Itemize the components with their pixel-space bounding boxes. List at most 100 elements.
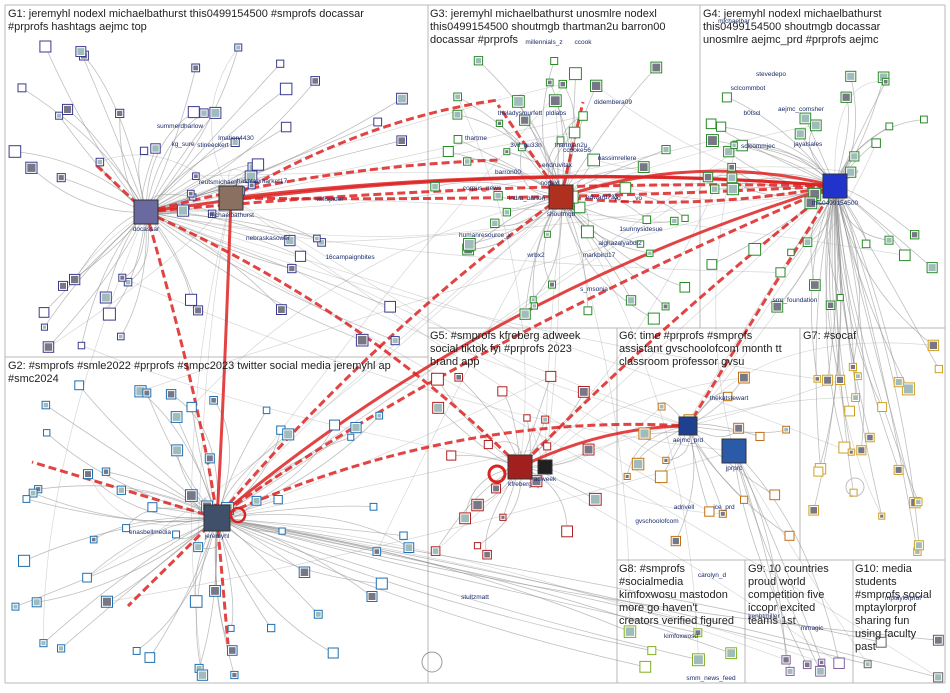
edge-grey [87, 473, 218, 526]
edge-grey [140, 390, 218, 519]
network-node-avatar [815, 377, 820, 381]
edge-grey [376, 196, 562, 552]
edge-grey [145, 88, 287, 213]
group-label-g7: G7: #socaf [803, 330, 857, 342]
network-node-avatar [41, 641, 46, 646]
network-node [22, 495, 31, 503]
network-node [705, 118, 717, 130]
network-node [39, 40, 52, 53]
network-node [740, 495, 749, 504]
edge-red [216, 184, 836, 520]
network-node-avatar [850, 364, 855, 370]
network-node-avatar [484, 551, 490, 558]
network-node-avatar [377, 413, 382, 418]
network-node [578, 111, 588, 121]
network-node [704, 506, 715, 517]
network-node-avatar [315, 611, 321, 617]
network-node [187, 106, 200, 119]
network-node-avatar [319, 240, 324, 245]
network-node-avatar [851, 153, 858, 160]
edge-grey [99, 154, 232, 199]
node-label-thekatstewart: thekatstewart [710, 395, 749, 402]
network-node [77, 341, 86, 350]
network-node-avatar [545, 232, 549, 236]
edge-red [144, 211, 219, 519]
node-label-gvschoolofcom: gvschoolofcom [635, 518, 678, 525]
edge-grey [834, 185, 871, 438]
network-node-avatar [136, 387, 145, 396]
group-label-g8: G8: #smprofs #socialmedia kimfoxwosu mas… [619, 563, 734, 627]
network-node [267, 623, 276, 633]
network-node-avatar [58, 175, 64, 181]
network-node-avatar [740, 373, 748, 382]
network-node [647, 312, 660, 325]
network-node-avatar [103, 469, 109, 474]
network-node [813, 466, 824, 477]
edge-grey [544, 100, 561, 468]
network-node [18, 554, 31, 567]
network-node-avatar [118, 487, 124, 493]
network-node-avatar [856, 374, 860, 379]
edge-red [686, 185, 837, 427]
edge-grey [106, 450, 735, 603]
edge-grey [825, 185, 845, 448]
edge-grey [300, 255, 689, 427]
network-node-avatar [720, 511, 725, 516]
network-node-avatar [193, 65, 199, 71]
edge-red [230, 98, 499, 200]
node-label-theladysmurfett: theladysmurfett [498, 110, 543, 117]
network-node-avatar [312, 78, 318, 84]
hub-label-jprprc: jprprc [725, 465, 743, 472]
edge-grey [532, 196, 562, 301]
network-node [17, 83, 27, 93]
network-node-avatar [85, 471, 91, 478]
edge-red [215, 517, 230, 645]
group-label-g3: G3: jeremyhl michaelbathurst unosmlre no… [430, 8, 666, 46]
network-node [543, 442, 552, 451]
edge-grey [834, 185, 919, 503]
edge-grey [122, 277, 735, 452]
network-node-avatar [206, 455, 213, 462]
network-node [642, 215, 652, 224]
edge-grey [811, 185, 836, 379]
edge-grey [26, 498, 218, 523]
edge-grey [86, 517, 218, 578]
network-node-avatar [352, 424, 360, 432]
network-node-avatar [652, 63, 661, 72]
network-node [716, 121, 727, 132]
network-node [639, 660, 652, 673]
edge-grey [815, 185, 836, 469]
network-node-avatar [97, 159, 103, 165]
network-node [186, 401, 197, 413]
network-node-avatar [286, 236, 294, 245]
edge-grey [145, 47, 239, 213]
network-node-avatar [550, 282, 554, 287]
network-node-avatar [532, 477, 541, 486]
network-node-avatar [811, 281, 819, 289]
edge-red [560, 169, 836, 199]
network-node-avatar [64, 105, 72, 113]
edge-grey [216, 517, 652, 651]
self-loop [845, 477, 865, 497]
edge-grey [197, 197, 232, 548]
network-node-avatar [432, 548, 439, 554]
network-node [102, 307, 116, 321]
edge-grey [834, 119, 924, 187]
edge-grey [834, 185, 899, 471]
network-node-avatar [198, 671, 207, 679]
network-node [748, 243, 762, 256]
network-node-avatar [196, 665, 202, 671]
network-node-avatar [493, 485, 499, 492]
edge-grey [560, 196, 654, 319]
hub-label-docassar: docassar [133, 226, 160, 233]
network-node-avatar [144, 390, 150, 396]
edge-grey [687, 342, 934, 427]
network-node [838, 441, 851, 454]
edge-grey [31, 167, 147, 213]
network-node [636, 240, 645, 248]
edge-grey [834, 185, 940, 370]
network-node-avatar [60, 282, 66, 289]
network-node-avatar [783, 657, 789, 663]
edge-grey [733, 450, 840, 664]
network-node [581, 225, 594, 239]
